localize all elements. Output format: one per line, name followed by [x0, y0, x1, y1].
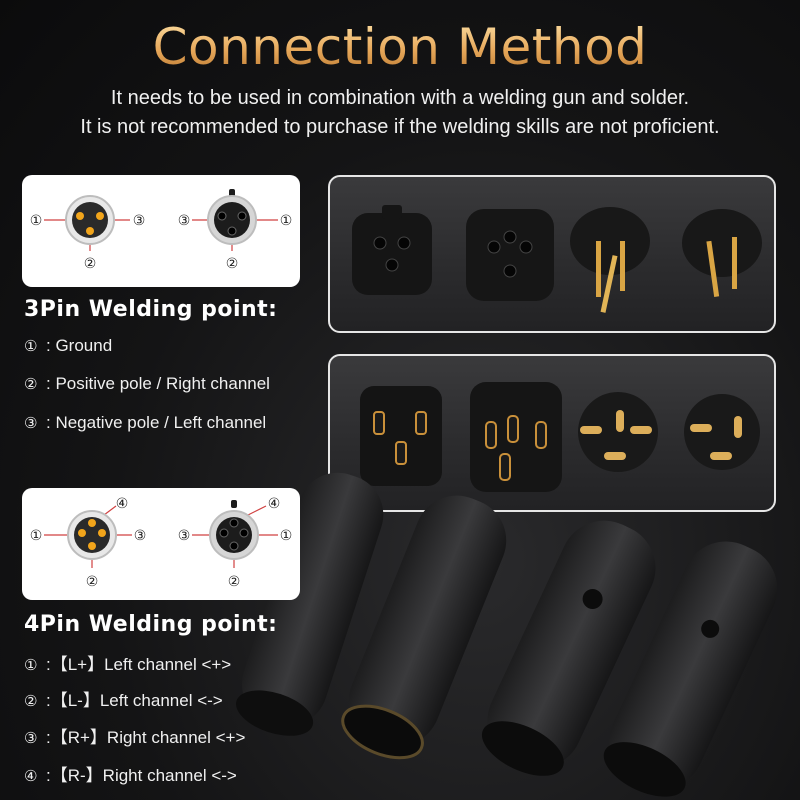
pin3-diagram-card: ① ③ ② ③ ① ②: [22, 175, 300, 287]
background-connectors-illustration: [236, 472, 778, 797]
pin4-right-label-3: ③: [178, 528, 191, 544]
pin4-left-label-3: ③: [134, 528, 147, 544]
female-3pin-connector-icon: [352, 205, 432, 295]
pin4-right-label-1: ①: [280, 528, 293, 544]
pin4-heading: 4Pin Welding point:: [24, 612, 278, 637]
connector-photo-back-illustration: [360, 382, 760, 492]
male-2pin-solder-side-icon: [682, 209, 762, 297]
connector-photo-front: [328, 175, 776, 333]
male-pins-3pin-icon: [684, 394, 760, 470]
background-barrel-3-icon: [481, 520, 656, 776]
female-4pin-connector-icon: [466, 209, 554, 301]
pin4-right-label-4: ④: [268, 496, 281, 512]
page-title: Connection Method: [0, 18, 800, 76]
pin4-item-4: ④:【R-】Right channel <->: [24, 766, 237, 785]
pin3-diagram: ① ③ ② ③ ① ②: [30, 189, 293, 272]
pin4-left-label-4: ④: [116, 496, 129, 512]
pin4-left-label-2: ②: [86, 574, 99, 590]
pin3-right-label-2: ②: [226, 256, 239, 272]
pin3-right-label-1: ①: [280, 213, 293, 229]
pin3-right-label-3: ③: [178, 213, 191, 229]
pin3-item-1: ①: Ground: [24, 336, 113, 355]
male-pins-4pin-icon: [578, 392, 658, 472]
pin4-item-3: ③:【R+】Right channel <+>: [24, 728, 246, 747]
solder-cups-3pin-icon: [360, 386, 442, 486]
female-connector-face-icon: [214, 202, 250, 238]
background-barrel-4-icon: [603, 541, 778, 797]
male-3pin-solder-side-icon: [570, 207, 650, 313]
pin4-diagram: ① ③ ② ④ ③ ① ② ④: [30, 496, 293, 590]
pin3-item-2: ②: Positive pole / Right channel: [24, 374, 270, 393]
pin4-diagram-card: ① ③ ② ④ ③ ① ② ④: [22, 488, 300, 600]
pin3-left-label-1: ①: [30, 213, 43, 229]
background-barrel-2-icon: [341, 495, 507, 760]
pin4-right-label-2: ②: [228, 574, 241, 590]
solder-cups-4pin-icon: [470, 382, 562, 492]
pin4-item-1: ①:【L+】Left channel <+>: [24, 655, 232, 674]
pin3-item-3: ③: Negative pole / Left channel: [24, 413, 267, 432]
background-barrel-1-icon: [236, 472, 384, 736]
pin3-heading: 3Pin Welding point:: [24, 297, 278, 322]
pin4-item-2: ②:【L-】Left channel <->: [24, 691, 223, 710]
subtitle-line-2: It is not recommended to purchase if the…: [80, 116, 720, 138]
connector-photo-front-illustration: [352, 205, 762, 313]
subtitle-line-1: It needs to be used in combination with …: [110, 87, 690, 109]
pin4-left-label-1: ①: [30, 528, 43, 544]
connector-photo-back: [328, 354, 776, 512]
pin3-left-label-2: ②: [84, 256, 97, 272]
male-connector-face-icon: [72, 202, 108, 238]
pin3-left-label-3: ③: [133, 213, 146, 229]
